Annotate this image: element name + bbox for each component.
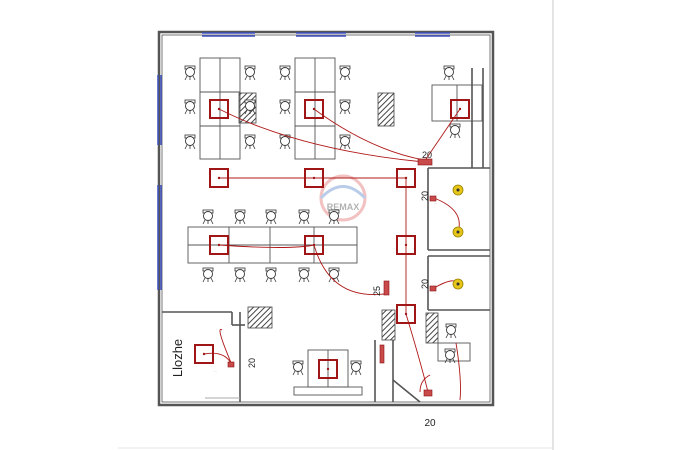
dimension-label-bottom: 20	[424, 418, 436, 429]
room-label: Llozhe	[170, 339, 185, 377]
dimension-label: 20	[420, 191, 430, 201]
windows	[157, 32, 450, 290]
desk-top-right	[431, 84, 483, 122]
dimension-label: 20	[420, 279, 430, 289]
watermark: REMAX	[319, 174, 367, 222]
svg-text:···: ···	[214, 369, 217, 373]
dimension-label: 25	[372, 286, 382, 296]
svg-text:···: ···	[434, 291, 437, 295]
desk-reception	[293, 349, 363, 396]
svg-text:···: ···	[430, 163, 433, 167]
wall-lamp-icon	[452, 184, 464, 290]
electrical-panel-icon	[227, 158, 437, 397]
svg-text:···: ···	[355, 292, 358, 296]
hatched-columns	[238, 92, 439, 344]
svg-text:···: ···	[434, 201, 437, 205]
svg-text:REMAX: REMAX	[327, 202, 360, 212]
desk-long	[187, 226, 358, 264]
dimension-label: 20	[422, 150, 432, 160]
dimension-label: 20	[247, 358, 257, 368]
desk-cluster-top-left	[199, 57, 241, 160]
annotation-marks: ··· ··· ··· ··· ···	[214, 163, 437, 373]
outer-walls	[157, 30, 495, 407]
